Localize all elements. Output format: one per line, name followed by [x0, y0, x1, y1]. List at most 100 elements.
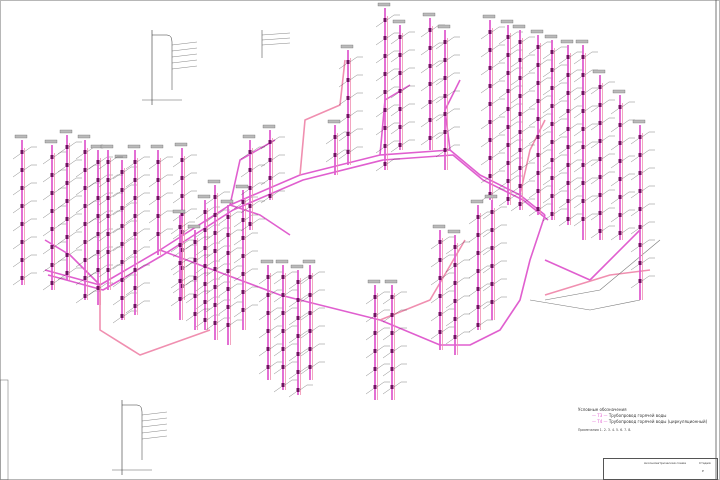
valve-icon: [193, 258, 197, 262]
leader-line: [12, 261, 21, 268]
leader-line: [390, 38, 399, 45]
leader-line: [375, 165, 384, 172]
valve-icon: [506, 179, 510, 183]
leader-line: [468, 236, 477, 243]
leader-line: [172, 161, 181, 168]
notes-title: Примечания: [578, 428, 599, 432]
leader-line: [288, 283, 297, 290]
valve-icon: [268, 140, 272, 144]
leader-line: [420, 85, 429, 92]
risers: [12, 2, 655, 400]
leader-line: [456, 277, 465, 284]
leader-line: [539, 77, 548, 84]
valve-icon: [178, 225, 182, 229]
leader-line: [390, 128, 399, 135]
leader-line: [269, 343, 278, 350]
title-block-stage: Р: [702, 469, 704, 473]
valve-icon: [550, 158, 554, 162]
riser-tag: [377, 2, 391, 7]
riser-tag: [262, 124, 276, 129]
leader-line: [218, 290, 227, 297]
leader-line: [269, 325, 278, 332]
leader-line: [338, 99, 347, 106]
leader-line: [498, 146, 507, 153]
leader-line: [521, 90, 530, 97]
valve-icon: [333, 135, 337, 139]
valve-icon: [618, 159, 622, 163]
leader-line: [401, 49, 410, 56]
leader-line: [205, 270, 214, 277]
leader-line: [435, 151, 444, 158]
valve-icon: [180, 284, 184, 288]
valve-icon: [383, 126, 387, 130]
valve-icon: [83, 150, 87, 154]
pipe-run: [44, 149, 546, 286]
valve-icon: [488, 138, 492, 142]
valve-icon: [241, 290, 245, 294]
valve-icon: [443, 94, 447, 98]
leader-line: [584, 159, 593, 166]
valve-icon: [383, 18, 387, 22]
leader-line: [183, 244, 192, 251]
leader-line: [240, 189, 249, 196]
leader-line: [509, 157, 518, 164]
leader-line: [435, 79, 444, 86]
valve-icon: [490, 282, 494, 286]
leader-line: [112, 281, 121, 288]
valve-icon: [598, 121, 602, 125]
leader-line: [206, 296, 215, 303]
leader-line: [445, 302, 454, 309]
valve-icon: [566, 145, 570, 149]
leader-line: [109, 228, 118, 235]
leader-line: [260, 143, 269, 150]
detail-leader: [171, 59, 198, 64]
leader-line: [510, 133, 519, 140]
valve-icon: [20, 186, 24, 190]
leader-line: [510, 169, 519, 176]
leader-line: [148, 181, 157, 188]
leader-line: [386, 140, 395, 147]
leader-line: [183, 208, 192, 215]
leader-line: [23, 254, 32, 261]
leader-line: [244, 268, 253, 275]
valve-icon: [598, 211, 602, 215]
leader-line: [195, 213, 204, 220]
leader-line: [375, 39, 384, 46]
leader-line: [88, 271, 97, 278]
valve-icon: [106, 268, 110, 272]
valve-icon: [308, 275, 312, 279]
leader-line: [641, 221, 650, 228]
valve-icon: [566, 199, 570, 203]
leader-line: [510, 115, 519, 122]
leader-line: [196, 236, 205, 243]
leader-line: [493, 260, 502, 267]
valve-icon: [638, 171, 642, 175]
leader-line: [244, 232, 253, 239]
leader-line: [641, 203, 650, 210]
valve-icon: [506, 143, 510, 147]
leader-line: [382, 388, 391, 395]
leader-line: [205, 306, 214, 313]
leader-line: [338, 135, 347, 142]
leader-line: [435, 61, 444, 68]
leader-line: [349, 56, 358, 63]
detail-leader: [261, 32, 291, 36]
valve-icon: [373, 295, 377, 299]
leader-line: [23, 218, 32, 225]
leader-line: [542, 215, 551, 222]
leader-line: [196, 272, 205, 279]
leader-line: [258, 350, 267, 357]
riser-tag: [432, 224, 446, 229]
leader-line: [136, 210, 145, 217]
valve-icon: [536, 153, 540, 157]
leader-line: [393, 363, 402, 370]
riser-tag: [392, 19, 406, 24]
leader-line: [386, 104, 395, 111]
leader-line: [299, 276, 308, 283]
legend-item: — Т4 — Трубопровод горячей воды (циркуля…: [592, 419, 708, 424]
riser-tag: [174, 142, 188, 147]
detail-leader: [141, 423, 168, 428]
leader-line: [123, 256, 132, 263]
leader-line: [251, 146, 260, 153]
leader-line: [569, 105, 578, 112]
